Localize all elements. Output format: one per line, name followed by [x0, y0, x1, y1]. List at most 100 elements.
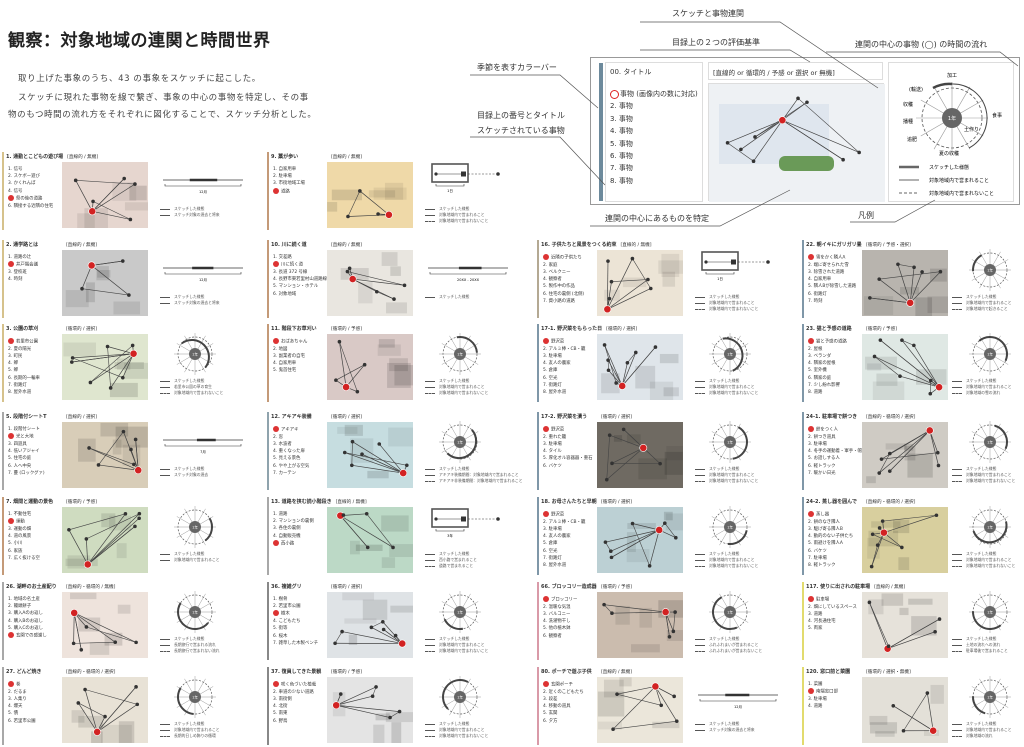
card-legend-row: アキアキ非装備期間：対象地域内で営まれること — [425, 478, 523, 484]
card-legend-row: スケッチした様態 — [425, 721, 488, 727]
season-color-bar — [267, 582, 269, 660]
relation-line — [84, 689, 98, 733]
sketch-shape — [117, 604, 131, 614]
sketch-shape — [89, 642, 110, 655]
sketched-period-arc — [456, 336, 478, 353]
sketched-period-arc — [177, 602, 209, 630]
thing-node — [647, 564, 652, 568]
thing-item: 3. 長道 372 号線 — [273, 269, 327, 276]
thing-item: 8. 屋外水道 — [543, 389, 585, 396]
sketch-background — [862, 250, 948, 316]
card-legend-label: 対象地域内で営まれないこと — [709, 478, 759, 483]
thing-label: 6. 家族 — [8, 548, 23, 554]
legend-sample-item: 5. 事物 — [610, 139, 633, 148]
cycle-center-label: 1年 — [987, 440, 993, 445]
card-legend: スケッチした様態対象地域内で営まれること対象地域内で営まれないこと — [695, 466, 758, 484]
thing-item: 6. 住宅の裏側 (北側) — [543, 291, 584, 298]
relation-line — [75, 180, 93, 212]
card-criteria: [循環的 / 選択] — [601, 500, 633, 505]
thing-label: 4. 購入Bのお返し — [8, 618, 43, 624]
node-dot — [766, 260, 770, 264]
thing-item: 4. 友人の農家 — [543, 360, 585, 367]
card-legend-row: 対象地域内で営まれること — [952, 472, 1015, 478]
card-legend-label: 長期旅行で営まれない流れ — [174, 648, 220, 653]
schematic-frame — [701, 251, 739, 271]
thing-item: 3. 駆け寄る隣人B — [808, 526, 853, 533]
relation-line — [92, 178, 125, 212]
relation-line — [883, 514, 937, 533]
card-legend-row: 対象地域の流れ — [952, 733, 1012, 739]
thing-node — [891, 703, 896, 708]
relation-line — [621, 362, 628, 387]
relation-line — [782, 119, 844, 160]
label-season-bar: 季節を表すカラーバー — [477, 63, 557, 72]
time-flow-diagram: 1日 — [690, 246, 790, 294]
thing-label: 4. 自家用車 — [808, 277, 832, 283]
card-legend-label: 対象地域内で営まれないこと — [709, 306, 759, 311]
thing-node — [340, 629, 344, 634]
cycle-center-label: 1年 — [457, 352, 463, 357]
sketch-shape — [666, 445, 691, 461]
thing-node — [342, 450, 347, 455]
sketched-period-arc — [727, 530, 748, 545]
relation-line — [96, 704, 138, 733]
thing-node — [96, 463, 101, 467]
time-flow-diagram: 12月 — [155, 246, 255, 294]
thing-label: 7. 街路灯 — [8, 382, 27, 388]
thing-item: 7. カーテン — [273, 470, 309, 477]
thing-node — [121, 429, 126, 434]
label-time-flow: 連関の中心の事物 (◯) の時間の流れ — [855, 40, 988, 49]
card-title: 12. アキアキ装備 — [271, 414, 312, 420]
cycle-center-label: 1年 — [987, 525, 993, 530]
card-header: 5. 段階付シートT [直線的 / 選択] — [6, 413, 97, 420]
card-legend-label: 対象地域内で営まれないこと — [174, 390, 224, 395]
card-criteria: [循環的 / 予感] — [866, 327, 898, 332]
label-sketch-relation: スケッチと事物連関 — [672, 9, 744, 18]
thing-node — [877, 277, 882, 281]
relation-line — [340, 515, 368, 548]
legend-sample-sketch — [708, 83, 885, 202]
card-legend-label: スケッチ対象の過去 — [174, 472, 209, 477]
relation-line — [797, 98, 860, 153]
sketch-background — [597, 422, 683, 488]
sketched-period-arc — [972, 521, 1008, 544]
relation-line — [909, 267, 915, 303]
thing-label: 1. 菜園 — [808, 682, 823, 687]
card-title: 24-2. 蒸し器を囲んで — [806, 499, 857, 505]
season-color-bar — [2, 497, 4, 575]
sketch-shape — [649, 381, 674, 404]
thing-label: 7. 広く抜ける空 — [8, 555, 40, 561]
card-title: 80. ポーチで遊ぶ子供 — [541, 669, 592, 675]
thing-node — [674, 719, 679, 723]
legend-sample-list: 00. タイトル 事物 (画像内の数に対応) 2. 事物 3. 事物 4. 事物… — [605, 62, 703, 202]
card-legend: スケッチした様態長期旅行で営まれる流れ長期旅行で営まれない流れ — [160, 636, 220, 654]
